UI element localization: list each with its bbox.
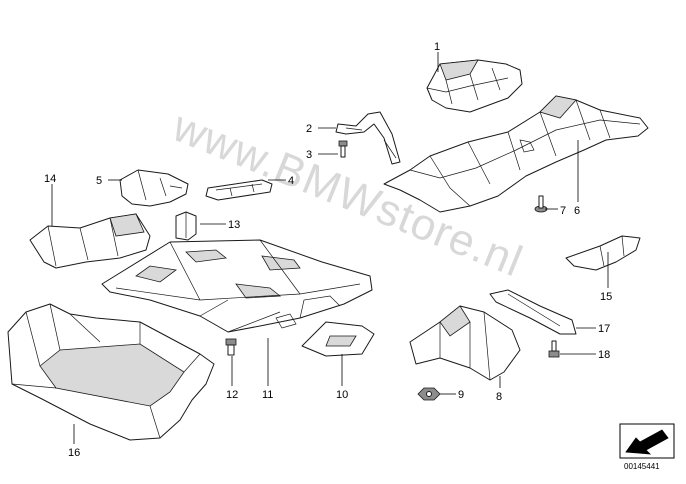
callout-6: 6 [574, 205, 580, 217]
part-17-strut [489, 289, 577, 335]
part-5-cover [119, 169, 189, 207]
part-18-screw [548, 340, 560, 358]
part-10-tray [301, 321, 375, 357]
callout-5: 5 [96, 175, 102, 187]
callout-13: 13 [228, 219, 240, 231]
part-13-bracket [175, 211, 197, 241]
callout-4: 4 [288, 175, 294, 187]
callout-17: 17 [598, 323, 610, 335]
callout-8: 8 [496, 391, 502, 403]
direction-arrow-icon [619, 423, 675, 459]
part-11-underbody-panel [101, 239, 373, 333]
part-15-bracket [565, 235, 641, 271]
callout-14: 14 [44, 173, 56, 185]
part-1-tunnel-cover [426, 59, 523, 113]
part-12-screw [225, 338, 237, 356]
callout-15: 15 [600, 291, 612, 303]
part-16-front-shield [7, 303, 215, 441]
part-2-bracket [335, 111, 401, 165]
part-3-screw [338, 140, 348, 158]
part-6-heat-shield [383, 95, 649, 213]
part-9-nut [417, 387, 441, 401]
callout-16: 16 [68, 447, 80, 459]
callout-12: 12 [226, 389, 238, 401]
callout-2: 2 [306, 123, 312, 135]
callout-10: 10 [336, 389, 348, 401]
part-7-clip [534, 195, 548, 213]
leader-lines [51, 52, 609, 444]
callout-7: 7 [560, 205, 566, 217]
part-14-side-shield [29, 213, 151, 269]
reference-number: 00145441 [624, 462, 660, 471]
part-4-bracket-plate [205, 179, 273, 201]
callout-labels: 1 2 3 4 5 6 7 8 9 10 11 12 13 14 15 16 1… [44, 41, 612, 459]
part-8-side-cover [409, 305, 521, 381]
callout-3: 3 [306, 149, 312, 161]
callout-1: 1 [434, 41, 440, 53]
callout-9: 9 [458, 389, 464, 401]
callout-18: 18 [598, 349, 610, 361]
callout-11: 11 [262, 389, 273, 401]
